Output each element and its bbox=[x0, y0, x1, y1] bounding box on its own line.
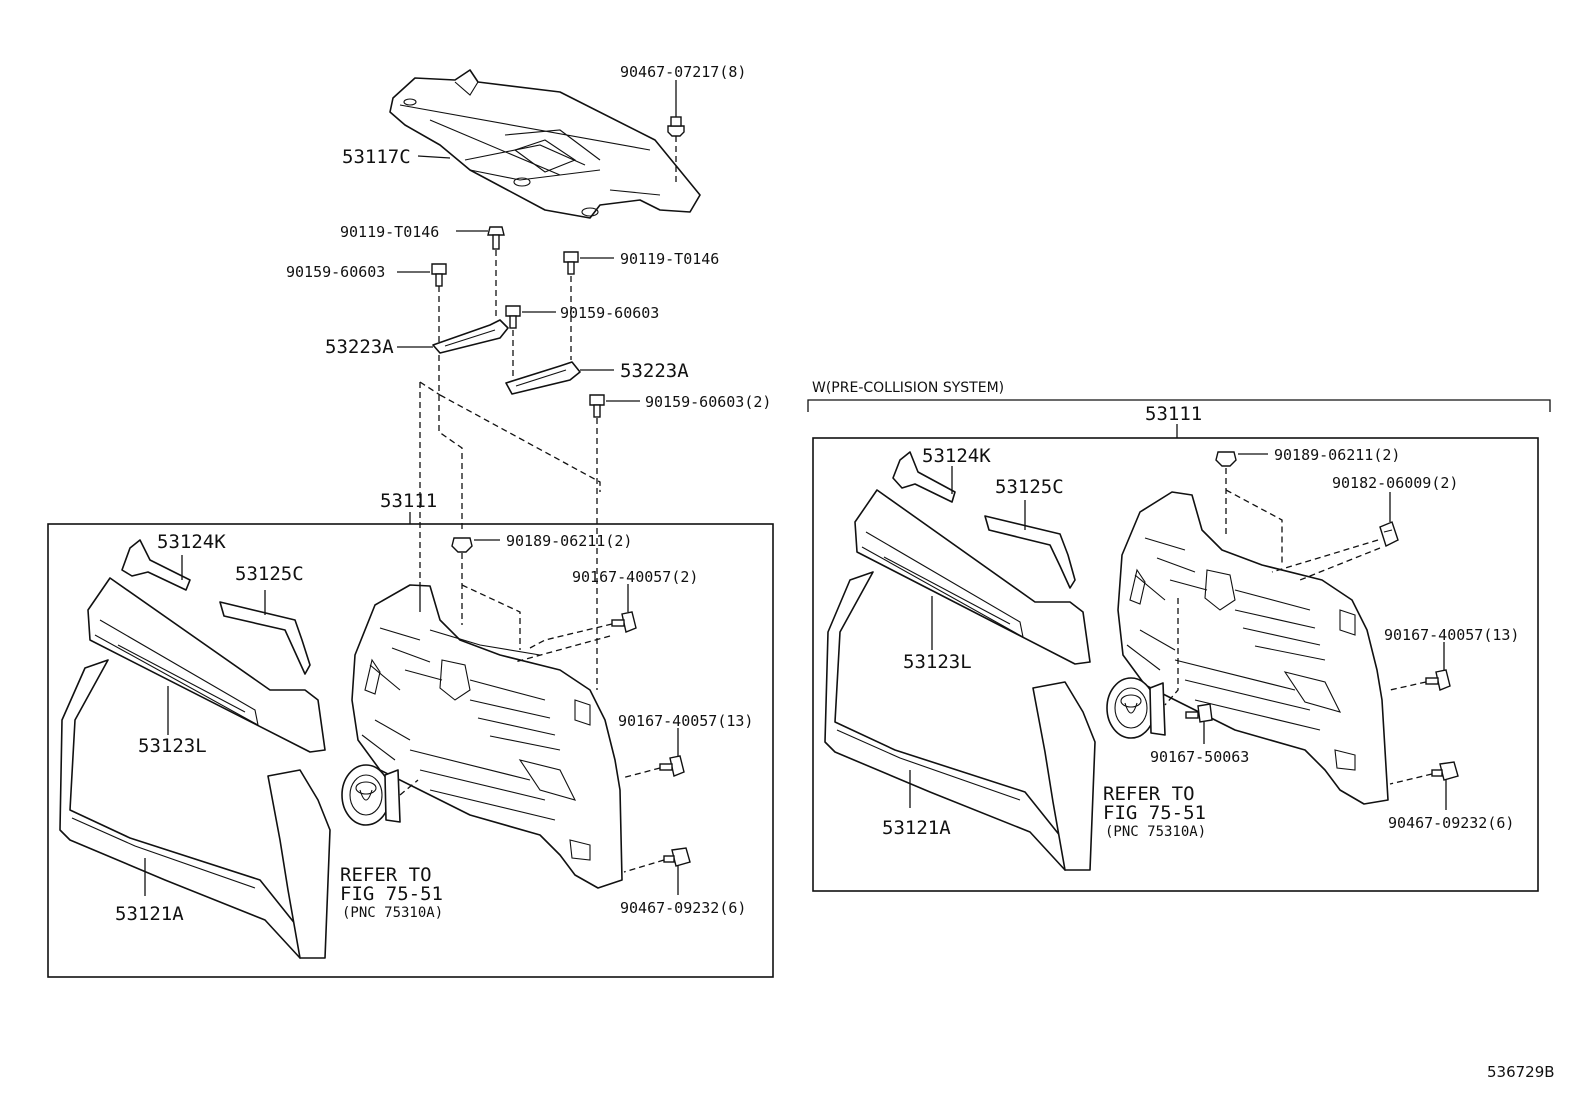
figure-id: 536729B bbox=[1487, 1063, 1555, 1081]
label-refer-right-2: FIG 75-51 bbox=[1103, 802, 1206, 824]
label-90167-13-left: 90167-40057(13) bbox=[618, 712, 753, 730]
label-refer-right-1: REFER TO bbox=[1103, 783, 1195, 805]
label-refer-left-1: REFER TO bbox=[340, 864, 432, 886]
nut-90189-06211-left[interactable] bbox=[451, 537, 473, 553]
label-90189-left: 90189-06211(2) bbox=[506, 532, 632, 550]
label-90159-60603-b: 90159-60603 bbox=[560, 304, 659, 322]
label-53124k-left: 53124K bbox=[157, 531, 226, 553]
radiator-grille-53111-left[interactable] bbox=[351, 584, 623, 889]
frame-pre-collision bbox=[812, 437, 1539, 892]
bumper-insert-53121a-right[interactable] bbox=[824, 571, 1096, 871]
bracket-pre-collision bbox=[807, 399, 1551, 412]
molding-53124k-right[interactable] bbox=[892, 451, 956, 503]
nut-90189-06211-right[interactable] bbox=[1215, 451, 1237, 467]
label-90159-60603-a: 90159-60603 bbox=[286, 263, 385, 281]
garnish-53123l-left[interactable] bbox=[87, 577, 326, 753]
label-90119-t0146-a: 90119-T0146 bbox=[340, 223, 439, 241]
screw-90167-40057-13-left[interactable] bbox=[659, 755, 685, 777]
label-90182-right: 90182-06009(2) bbox=[1332, 474, 1458, 492]
bracket-53223a-left[interactable] bbox=[432, 319, 509, 354]
bolt-90119-t0146-left[interactable] bbox=[487, 226, 505, 250]
label-53223a-a: 53223A bbox=[325, 336, 394, 358]
label-53123l-left: 53123L bbox=[138, 735, 207, 757]
garnish-53123l-right[interactable] bbox=[854, 489, 1091, 665]
label-90189-right: 90189-06211(2) bbox=[1274, 446, 1400, 464]
label-53125c-right: 53125C bbox=[995, 476, 1064, 498]
label-refer-left-3: (PNC 75310A) bbox=[342, 905, 443, 921]
upper-radiator-cover-53117c[interactable] bbox=[389, 69, 701, 219]
toyota-emblem-right[interactable] bbox=[1106, 677, 1166, 739]
label-53121a-left: 53121A bbox=[115, 903, 184, 925]
label-90167-2-left: 90167-40057(2) bbox=[572, 568, 698, 586]
bolt-90159-60603-2[interactable] bbox=[589, 394, 605, 418]
molding-53125c-left[interactable] bbox=[219, 601, 311, 675]
label-53123l-right: 53123L bbox=[903, 651, 972, 673]
section-pre-collision: W(PRE-COLLISION SYSTEM) bbox=[812, 380, 1004, 396]
bolt-90159-60603-left[interactable] bbox=[431, 263, 447, 287]
clip-90467-09232-right[interactable] bbox=[1431, 761, 1459, 781]
molding-53124k-left[interactable] bbox=[121, 539, 191, 591]
label-90167-50063-right: 90167-50063 bbox=[1150, 748, 1249, 766]
label-90159-60603-c: 90159-60603(2) bbox=[645, 393, 771, 411]
label-53111-right: 53111 bbox=[1145, 403, 1202, 425]
label-90467-09232-left: 90467-09232(6) bbox=[620, 899, 746, 917]
label-53121a-right: 53121A bbox=[882, 817, 951, 839]
label-53117c: 53117C bbox=[342, 146, 411, 168]
label-refer-left-2: FIG 75-51 bbox=[340, 883, 443, 905]
molding-53125c-right[interactable] bbox=[984, 515, 1076, 589]
bolt-90159-60603-mid[interactable] bbox=[505, 305, 521, 329]
label-refer-right-3: (PNC 75310A) bbox=[1105, 824, 1206, 840]
label-53223a-b: 53223A bbox=[620, 360, 689, 382]
label-90119-t0146-b: 90119-T0146 bbox=[620, 250, 719, 268]
screw-90167-40057-2-left[interactable] bbox=[611, 611, 637, 633]
label-53125c-left: 53125C bbox=[235, 563, 304, 585]
label-90167-13-right: 90167-40057(13) bbox=[1384, 626, 1519, 644]
label-53124k-right: 53124K bbox=[922, 445, 991, 467]
bolt-90119-t0146-right[interactable] bbox=[563, 251, 579, 275]
label-90467-09232-right: 90467-09232(6) bbox=[1388, 814, 1514, 832]
screw-90167-40057-13-right[interactable] bbox=[1425, 669, 1451, 691]
screw-90167-50063-right[interactable] bbox=[1185, 703, 1213, 723]
bracket-53223a-right[interactable] bbox=[505, 361, 581, 395]
toyota-emblem-left[interactable] bbox=[341, 764, 401, 826]
radiator-grille-53111-right[interactable] bbox=[1117, 491, 1389, 805]
clip-90467-09232-left[interactable] bbox=[663, 847, 691, 867]
bumper-insert-53121a-left[interactable] bbox=[59, 659, 331, 959]
label-90467-07217: 90467-07217(8) bbox=[620, 63, 746, 81]
label-53111-left: 53111 bbox=[380, 490, 437, 512]
clip-90182-06009-right[interactable] bbox=[1379, 521, 1399, 547]
clip-90467-07217[interactable] bbox=[667, 116, 685, 137]
